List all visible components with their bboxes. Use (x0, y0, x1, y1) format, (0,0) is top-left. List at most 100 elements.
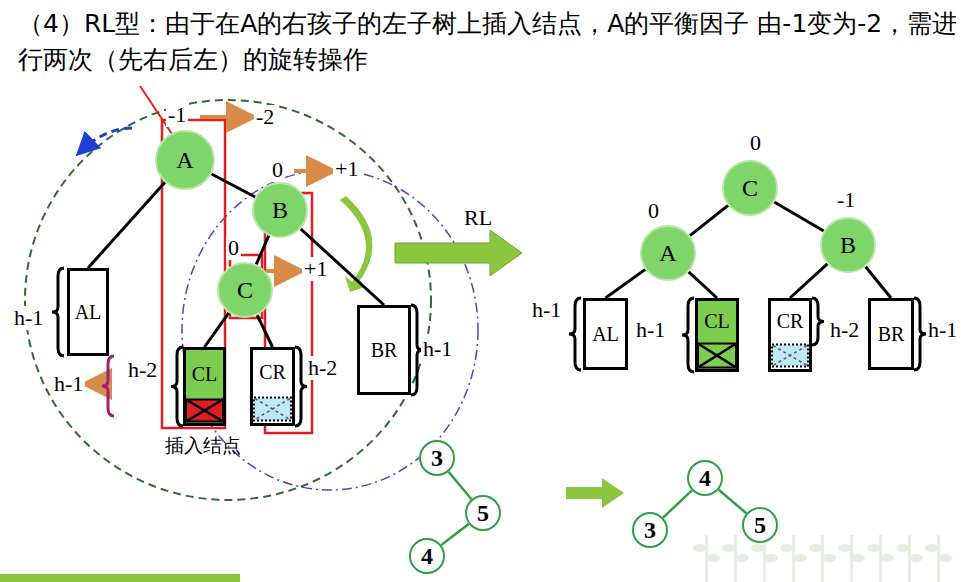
annotation-label: h-1 (926, 318, 959, 342)
rotation-arrow (80, 128, 132, 152)
tree-node-circle: 3 (419, 440, 455, 476)
inserted-layer (186, 400, 223, 422)
cross-mark (186, 400, 223, 422)
node-label: 5 (477, 500, 489, 527)
inserted-layer (186, 398, 223, 423)
annotation-label: h-2 (126, 358, 159, 382)
tree-edge (301, 229, 384, 305)
change-arrow (200, 115, 250, 119)
plant-decoration (851, 554, 865, 562)
plant-decoration (909, 554, 923, 562)
annotation-label: 0 (646, 199, 661, 223)
annotation-label: -2 (254, 105, 276, 129)
tree-edge (441, 524, 468, 545)
cross-mark (698, 344, 736, 368)
title: （4）RL型：由于在A的右孩子的左子树上插入结点，A的平衡因子 由-1变为-2，… (18, 6, 963, 78)
annotation-label: 0 (748, 131, 763, 155)
cross-mark (255, 399, 290, 420)
inserted-layer (698, 342, 736, 369)
plant-decoration (880, 554, 894, 562)
tree-edge (88, 182, 165, 268)
node-label: CL (704, 310, 730, 333)
plant-decoration (809, 544, 823, 552)
change-arrow (266, 269, 298, 273)
plant-decoration (764, 554, 778, 562)
node-label: C (742, 175, 758, 202)
annotation-label: 0 (270, 158, 285, 182)
annotation-label: h-1 (530, 298, 563, 322)
annotation-label: 插入结点 (163, 433, 243, 457)
rotation-region (25, 100, 431, 500)
plant-decoration (896, 544, 910, 552)
footer-strip (0, 574, 240, 582)
subtree-box: BR (868, 298, 914, 370)
node-label: B (840, 232, 856, 259)
node-label: 4 (699, 465, 711, 492)
plant-decoration (867, 544, 881, 552)
change-arrow (294, 169, 330, 173)
height-brace (914, 298, 926, 370)
node-label: B (272, 197, 288, 224)
annotation-label: -1 (166, 103, 188, 127)
node-label: CL (192, 363, 218, 386)
tree-node-circle: 4 (687, 460, 723, 496)
tree-edge (205, 313, 229, 347)
annotation-label: h-2 (306, 356, 339, 380)
annotation-label: 0 (226, 236, 241, 260)
tree-node-circle: B (820, 217, 876, 273)
node-label: 3 (431, 445, 443, 472)
height-brace (102, 356, 114, 416)
subtree-box: BR (357, 305, 411, 395)
subtree-box: CR (768, 298, 812, 372)
node-label: BR (878, 323, 905, 346)
plant-decoration (838, 544, 852, 552)
height-brace (171, 347, 183, 426)
tree-edge (866, 267, 891, 298)
tree-edge (257, 315, 272, 347)
tree-node-circle: 4 (409, 538, 445, 574)
node-label: BR (371, 339, 398, 362)
subtree-box: CL (695, 298, 739, 372)
transform-arrow (566, 478, 624, 508)
tree-edge (774, 202, 824, 231)
plant-decoration (793, 554, 807, 562)
tree-node-circle: C (722, 160, 778, 216)
plant-decoration (693, 544, 707, 552)
node-label: A (176, 147, 193, 174)
tree-node-circle: 3 (632, 512, 668, 548)
plant-decoration (735, 554, 749, 562)
tree-edge (689, 272, 717, 298)
annotation-label: h-1 (421, 337, 454, 361)
plant-decoration (706, 554, 720, 562)
subtree-box: AL (67, 268, 109, 356)
plant-decoration (938, 554, 952, 562)
tree-node-circle: C (217, 262, 273, 318)
tree-edge (606, 269, 646, 298)
tree-node-circle: A (155, 130, 215, 190)
tree-edge (690, 205, 728, 235)
cross-mark (773, 346, 807, 366)
transform-arrow (395, 230, 522, 276)
annotation-label: +1 (333, 157, 360, 181)
height-brace (569, 298, 581, 370)
plant-decoration (780, 544, 794, 552)
tree-node-circle: 5 (465, 495, 501, 531)
tree-edge (256, 236, 269, 265)
node-label: 3 (644, 517, 656, 544)
tree-edge (790, 264, 827, 298)
node-label: AL (75, 301, 102, 324)
annotation-label: +1 (302, 257, 329, 281)
annotation-label: -1 (835, 188, 857, 212)
tree-edge (719, 490, 747, 514)
tree-node-circle: B (252, 182, 308, 238)
annotation-label: h-1 (12, 306, 45, 330)
height-brace (682, 298, 694, 372)
annotation-label: RL (462, 206, 494, 230)
subtree-box: AL (583, 298, 628, 370)
annotation-label: h-1 (634, 318, 667, 342)
height-brace (52, 268, 64, 356)
tree-node-circle: A (640, 225, 696, 281)
annotation-label: h-2 (828, 318, 861, 342)
tree-node-circle: 5 (742, 507, 778, 543)
